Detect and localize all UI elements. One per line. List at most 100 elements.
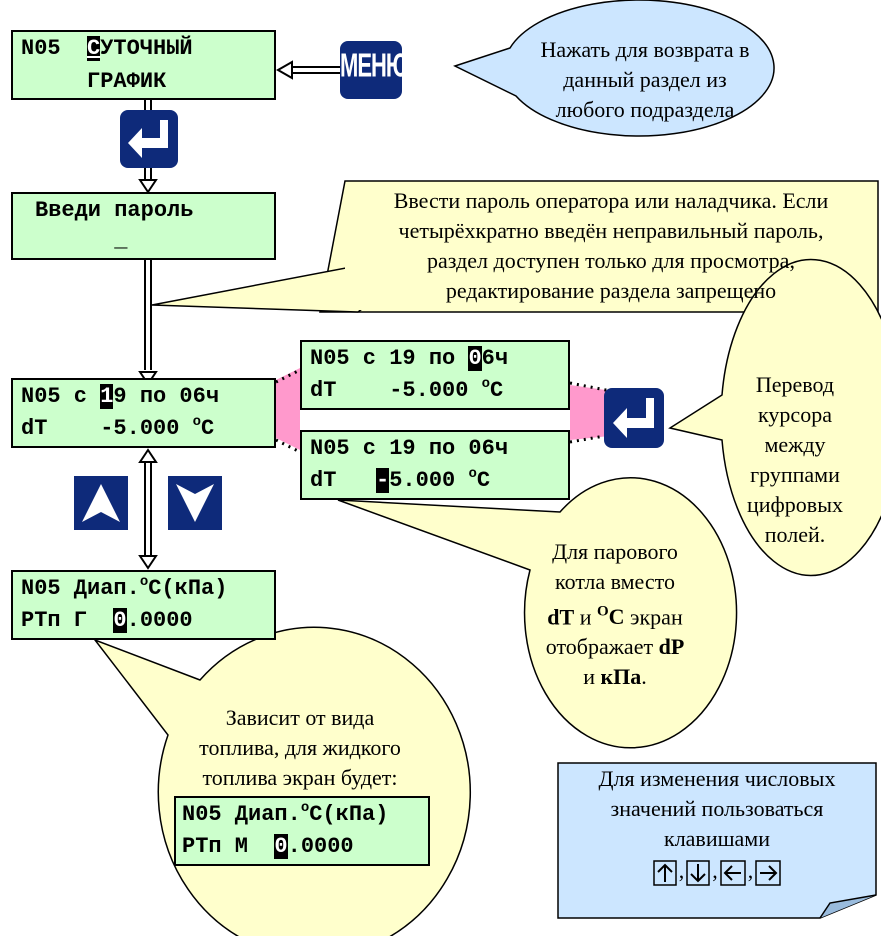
lcd-text: dT -5.000 [310, 378, 482, 403]
lcd-screen-schedule-main: N05 с 19 по 06ч dT -5.000 oC [11, 378, 276, 448]
callout-line: редактирование раздела запрещено [445, 278, 777, 303]
menu-callout-text: Нажать для возврата в данный раздел из л… [520, 35, 770, 125]
degree-mark: O [596, 604, 609, 620]
up-arrow-icon [82, 484, 120, 522]
callout-line: котла вместо [555, 569, 675, 594]
callout-word: . [641, 664, 647, 690]
callout-line: четырёхкратно введён неправильный пароль… [398, 218, 824, 243]
up-arrow-key-icon[interactable] [74, 476, 128, 530]
lcd-screen-schedule-alt2: N05 с 19 по 06ч dT -5.000 oC [300, 430, 570, 500]
left-arrow-icon [720, 860, 746, 886]
callout-line: Для парового [552, 539, 678, 564]
lcd-cursor: 0 [274, 834, 288, 859]
separator: , [747, 858, 754, 883]
callout-line: данный раздел из [563, 67, 727, 92]
lcd-screen-schedule-alt1: N05 с 19 по 06ч dT -5.000 oC [300, 340, 570, 410]
lcd-text: РТп М [182, 834, 275, 859]
note-box-text: Для изменения числовых значений пользова… [560, 764, 874, 886]
lcd-screen-password: Введи пароль _ [11, 192, 276, 260]
menu-key-label: МЕНЮ [340, 46, 409, 85]
steam-callout-text: Для парового котла вместо dT и OC экран … [505, 537, 725, 692]
degree-mark: o [192, 414, 202, 430]
dp-label: dP [658, 634, 685, 660]
lcd-text: 6ч [481, 346, 509, 371]
callout-line: Зависит от вида [225, 705, 375, 730]
lcd-text: Введи пароль [35, 198, 194, 223]
lcd-screen-range: N05 Диап.oC(кПа) РТп Г 0.0000 [11, 570, 276, 640]
callout-line: раздел доступен только для просмотра, [427, 248, 795, 273]
lcd-text: N05 Диап. [182, 802, 301, 827]
fuel-callout-text: Зависит от вида топлива, для жидкого топ… [175, 703, 425, 793]
callout-line: Перевод [755, 372, 835, 397]
lcd-text: N05 Диап. [21, 576, 140, 601]
callout-line: значений пользоваться [610, 796, 824, 821]
down-arrow-icon [686, 860, 710, 886]
pink-band [276, 368, 300, 450]
up-arrow-icon [653, 860, 677, 886]
lcd-text: C [476, 468, 491, 493]
callout-word: и [583, 664, 595, 690]
cursor-callout-text: Перевод курсора между группами цифровых … [730, 370, 860, 550]
callout-line: Нажать для возврата в [540, 37, 750, 62]
degree-mark: o [481, 376, 491, 392]
lcd-cursor: 0 [468, 346, 482, 371]
separator: , [712, 858, 718, 883]
callout-word: и [579, 604, 592, 630]
callout-line: Для изменения числовых [598, 766, 836, 791]
dt-label: dT [547, 604, 575, 630]
dotted-link-top [275, 368, 301, 384]
callout-line: Ввести пароль оператора или наладчика. Е… [393, 188, 829, 213]
lcd-cursor: 0 [113, 608, 127, 633]
lcd-cursor: С [87, 36, 101, 61]
lcd-text: ГРАФИК [21, 69, 167, 94]
callout-line: группами [750, 462, 840, 487]
callout-word: экран [630, 604, 683, 630]
lcd-text: N05 с 19 по [310, 346, 469, 371]
callout-line: топлива экран будет: [202, 765, 398, 790]
callout-line: топлива, для жидкого [199, 735, 401, 760]
menu-key-icon[interactable]: МЕНЮ [340, 41, 409, 99]
celsius-label: C [608, 604, 625, 630]
enter-arrow-icon [613, 398, 654, 438]
kpa-label: кПа [600, 664, 642, 690]
callout-line: курсора [758, 402, 832, 427]
lcd-text: .0000 [287, 834, 354, 859]
callout-line: полей. [764, 522, 826, 547]
enter-arrow-icon [128, 120, 168, 158]
cursor-callout-shape [668, 258, 881, 577]
lcd-text: _ [35, 228, 128, 253]
steam-callout-shape [337, 477, 738, 749]
lcd-cursor: 1 [100, 384, 114, 409]
right-arrow-icon [755, 860, 781, 886]
down-arrow-key-icon[interactable] [168, 476, 222, 530]
lcd-text: C(кПа) [309, 802, 389, 827]
degree-mark: o [468, 466, 477, 482]
lcd-text: .0000 [126, 608, 193, 633]
password-callout-text: Ввести пароль оператора или наладчика. Е… [346, 186, 876, 306]
lcd-text: C [490, 378, 504, 403]
separator: , [678, 858, 685, 883]
lcd-text: C [201, 416, 215, 441]
callout-line: и кПа. [505, 662, 725, 692]
lcd-text: 5.000 [389, 468, 469, 493]
dotted-link-bottom [275, 438, 301, 454]
degree-mark: o [300, 800, 310, 816]
dotted-link-right-top [569, 381, 617, 394]
callout-word: отображает [545, 634, 654, 660]
callout-line: между [764, 432, 826, 457]
lcd-text: dT [310, 468, 377, 493]
lcd-text: dT -5.000 [21, 416, 193, 441]
lcd-text: N05 [21, 36, 88, 61]
callout-line: dT и OC экран [505, 597, 725, 632]
callout-line: цифровых [747, 492, 843, 517]
lcd-text: 9 по 06ч [113, 384, 220, 409]
enter-key-icon[interactable] [604, 388, 664, 448]
callout-line: клавишами [664, 826, 770, 851]
down-arrow-icon [176, 484, 214, 522]
enter-key-icon[interactable] [120, 110, 178, 168]
degree-mark: o [139, 574, 149, 590]
callout-line: отображает dP [505, 632, 725, 662]
callout-line: любого подраздела [555, 97, 735, 122]
lcd-cursor: - [376, 468, 390, 493]
lcd-screen-range-liquid-fuel: N05 Диап.oC(кПа) РТп М 0.0000 [174, 796, 430, 866]
